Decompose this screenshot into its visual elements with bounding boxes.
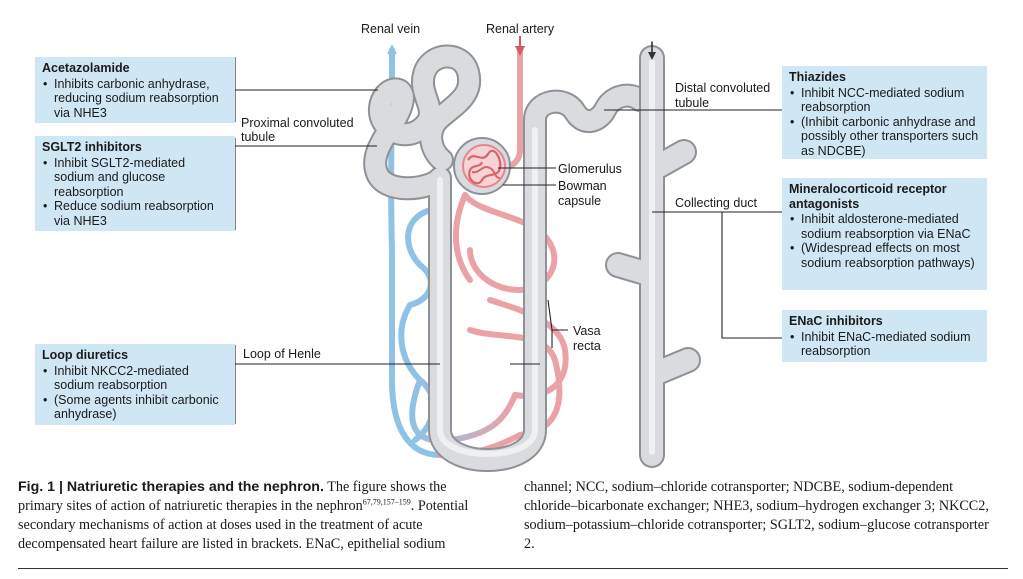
caption-text-a: The figure shows the primary sites of ac… [18,479,447,514]
nephron-tubule [363,44,652,472]
box-title: Thiazides [789,70,846,84]
box-title: Acetazolamide [42,61,130,75]
leader-lines [234,57,789,424]
loop-of-henle-label: Loop of Henle [243,347,321,361]
acetazolamide-box: Acetazolamide Inhibits carbonic anhydras… [35,57,235,123]
vessel-arrows [387,36,525,56]
renal-vein-label: Renal vein [361,22,421,36]
glomerulus [453,137,511,195]
distal-tubule-label-1: Distal convoluted [675,81,771,95]
mineralocorticoid-antagonists-box: Mineralocorticoid receptor antagonists I… [782,178,987,290]
vasa-recta-label-2: recta [573,339,601,353]
box-item: (Inhibit carbonic anhydrase and possibly… [789,115,980,159]
box-item: Inhibit ENaC-mediated sodium reabsorptio… [789,330,980,359]
proximal-tubule-label-1: Proximal convoluted [241,116,354,130]
box-item: (Widespread effects on most sodium reabs… [789,241,980,270]
box-title: Mineralocorticoid receptor antagonists [789,182,947,211]
box-item: Reduce sodium reabsorption via NHE3 [42,199,228,228]
bowman-label-2: capsule [558,194,602,208]
proximal-tubule-label-2: tubule [241,130,276,144]
figure-label: Fig. 1 | Natriuretic therapies and the n… [18,479,324,495]
figure-caption-left: Fig. 1 | Natriuretic therapies and the n… [18,478,488,554]
box-item: Inhibit NCC-mediated sodium reabsorption [789,86,980,115]
box-item: (Some agents inhibit carbonic anhydrase) [42,393,228,422]
box-item: Inhibits carbonic anhydrase, reducing so… [42,77,228,121]
renal-artery-label: Renal artery [486,22,555,36]
distal-tubule-label-2: tubule [675,96,710,110]
vasa-recta-label-1: Vasa [573,324,601,338]
bottom-rule [18,568,1008,569]
collecting-duct-label: Collecting duct [675,196,757,210]
figure-caption-right: channel; NCC, sodium–chloride cotranspor… [524,479,989,552]
thiazides-box: Thiazides Inhibit NCC-mediated sodium re… [782,66,987,159]
enac-inhibitors-box: ENaC inhibitors Inhibit ENaC-mediated so… [782,310,987,362]
box-item: Inhibit aldosterone-mediated sodium reab… [789,212,980,241]
collecting-duct [605,41,701,468]
box-item: Inhibit SGLT2-mediated sodium and glucos… [42,156,228,200]
box-title: Loop diuretics [42,348,129,362]
box-title: ENaC inhibitors [789,314,883,328]
sglt2-inhibitors-box: SGLT2 inhibitors Inhibit SGLT2-mediated … [35,136,235,231]
box-title: SGLT2 inhibitors [42,140,142,154]
loop-diuretics-box: Loop diuretics Inhibit NKCC2-mediated so… [35,344,235,425]
box-item: Inhibit NKCC2-mediated sodium reabsorpti… [42,364,228,393]
bowman-label-1: Bowman [558,179,607,193]
caption-text-b: . Potential secondary mechanisms of acti… [18,498,469,552]
caption-references: 67,79,157–159 [362,497,411,507]
glomerulus-label: Glomerulus [558,162,622,176]
